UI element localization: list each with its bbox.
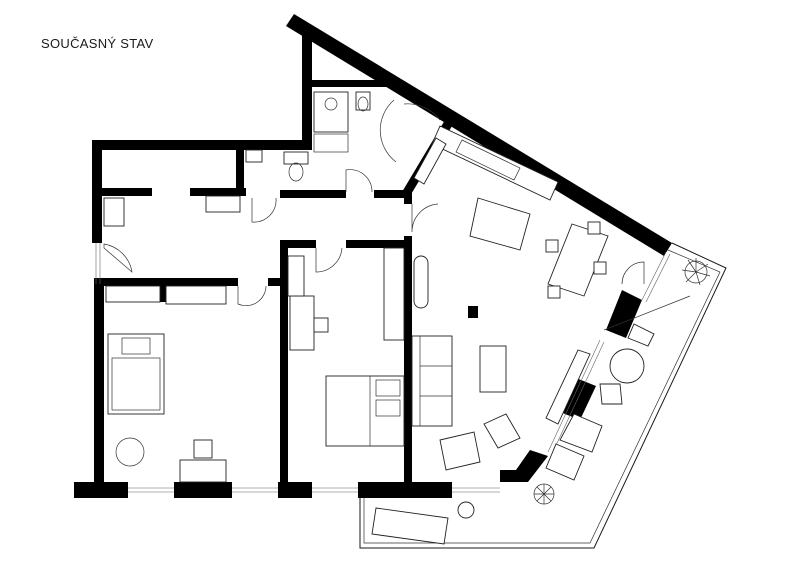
wall-room-divider — [280, 240, 288, 484]
wall-west-upper — [92, 140, 102, 243]
terrace-stool — [457, 501, 475, 519]
bathroom-fixtures — [245, 91, 371, 182]
plant-icon — [681, 258, 711, 286]
wall-south-c — [278, 482, 312, 498]
toilet — [355, 91, 371, 111]
armchair-window — [545, 443, 585, 481]
wall-west-lower — [94, 284, 104, 484]
wall-south-b — [174, 482, 232, 498]
double-bed — [325, 375, 405, 447]
kitchen — [413, 125, 559, 309]
chair — [587, 221, 601, 235]
wall-room1-north-a — [94, 278, 162, 286]
chair — [547, 285, 561, 299]
desk — [179, 459, 227, 483]
wall-corridor-north-b — [190, 188, 246, 196]
wall-room1-north-b — [160, 278, 238, 286]
armchair-window — [559, 413, 603, 453]
doors — [103, 99, 645, 306]
terrace-furniture — [371, 258, 711, 545]
bedroom-middle — [287, 247, 405, 447]
kitchen-counter-top — [431, 125, 559, 201]
round-table — [609, 348, 645, 384]
coffee-table — [479, 345, 507, 393]
hallway — [103, 195, 241, 227]
bedroom-left — [105, 285, 227, 483]
wall-storage — [236, 150, 244, 192]
wall-top-triangle — [302, 26, 404, 87]
wall-corridor-east-a — [404, 190, 412, 204]
wall-southeast-b — [560, 378, 596, 420]
wall-room1-north-c — [268, 278, 280, 286]
dining — [545, 221, 609, 299]
shelf — [165, 285, 227, 305]
terrace — [359, 242, 727, 549]
side-table — [483, 413, 521, 449]
chair — [545, 239, 559, 253]
stool — [599, 383, 623, 405]
chair — [593, 261, 607, 275]
wall-corridor-north-d — [374, 190, 408, 198]
desk-chair — [193, 439, 213, 459]
living-room — [411, 323, 655, 481]
dining-table — [547, 223, 609, 297]
desk-chair — [313, 317, 329, 333]
windows — [95, 243, 671, 493]
shelf — [287, 255, 305, 297]
wall-south-a — [74, 482, 128, 498]
wall-room2-north-b — [346, 240, 408, 248]
round-chair — [115, 437, 145, 467]
bed — [107, 333, 165, 415]
coat-rack — [103, 197, 125, 227]
umbrella-icon — [533, 483, 555, 505]
washbasin — [313, 91, 349, 133]
sun-lounger — [371, 507, 449, 545]
sink-small — [245, 149, 263, 163]
wall-stub — [160, 278, 166, 302]
wall-corridor-east-b — [404, 236, 412, 484]
plan-title: SOUČASNÝ STAV — [41, 36, 154, 51]
wall-room2-north-a — [280, 240, 316, 248]
wall-corridor-north-a — [102, 188, 152, 196]
wall-north-left — [92, 140, 312, 150]
stool — [627, 323, 655, 347]
armchair — [439, 431, 481, 471]
kitchen-counter-side — [413, 137, 447, 185]
walls — [74, 14, 672, 498]
kitchen-island — [469, 197, 531, 251]
desk — [289, 295, 315, 351]
wall-wc-west — [302, 26, 312, 146]
wardrobe — [105, 285, 161, 303]
wall-corridor-north-c — [280, 190, 346, 198]
wall-south-d — [358, 482, 452, 498]
wc-tank — [283, 151, 309, 165]
radiator — [413, 255, 429, 309]
sideboard — [545, 349, 591, 425]
shoe-cabinet — [205, 195, 241, 213]
column — [468, 306, 478, 318]
wardrobe — [383, 247, 405, 341]
wall-south-e — [500, 450, 548, 482]
sofa — [411, 335, 453, 427]
